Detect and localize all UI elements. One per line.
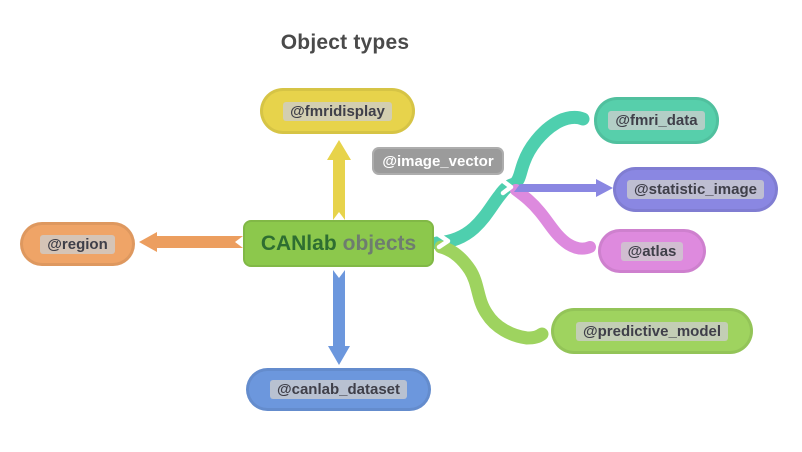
- node-label-primary: CANlab: [260, 231, 337, 255]
- node-label: @predictive_model: [575, 321, 728, 341]
- node-label-secondary: objects: [342, 231, 417, 255]
- node-canlab-dataset: @canlab_dataset: [246, 368, 431, 411]
- node-predictive-model: @predictive_model: [551, 308, 753, 354]
- node-region: @region: [20, 222, 135, 266]
- connector-fmridisplay-arrow: [327, 140, 351, 220]
- node-fmri-data: @fmri_data: [594, 97, 719, 144]
- node-label: @fmridisplay: [283, 101, 392, 121]
- connector-atlas-curve: [510, 184, 596, 255]
- node-atlas: @atlas: [598, 229, 706, 273]
- node-statistic-image: @statistic_image: [613, 167, 778, 212]
- node-label: @statistic_image: [626, 180, 764, 199]
- node-fmridisplay: @fmridisplay: [260, 88, 415, 134]
- node-label: @region: [40, 234, 115, 254]
- node-canlab-objects: CANlab objects: [243, 220, 434, 267]
- chevron-icon: [500, 178, 514, 196]
- diagram-title: Object types: [280, 31, 410, 54]
- node-label: @fmri_data: [608, 111, 705, 130]
- node-label: @atlas: [620, 241, 684, 261]
- connector-predictive-model-curve: [434, 240, 549, 345]
- node-image-vector: @image_vector: [372, 147, 504, 175]
- connector-region-arrow: [139, 232, 243, 252]
- connector-canlab-dataset-arrow: [328, 270, 350, 365]
- connector-statistic-image-arrow: [514, 179, 613, 197]
- chevron-icon: [436, 232, 451, 250]
- node-label: @canlab_dataset: [269, 380, 407, 399]
- node-label: @image_vector: [382, 152, 494, 170]
- connector-fmri-data-curve: [430, 110, 590, 250]
